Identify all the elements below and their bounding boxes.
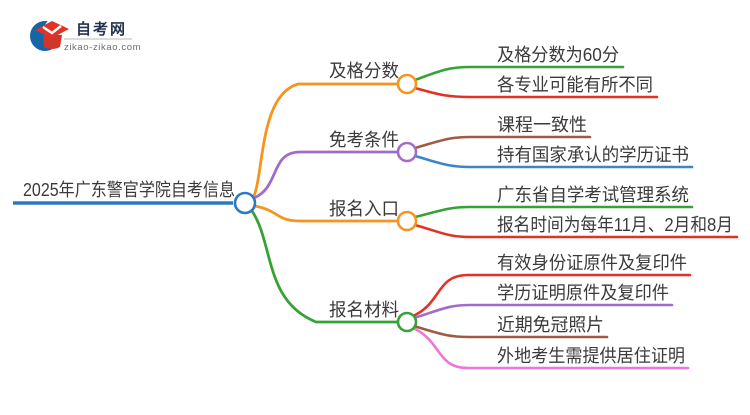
branch-label-registration-materials: 报名材料: [329, 300, 399, 320]
site-name: 自考网: [76, 20, 127, 38]
cap-base: [43, 35, 62, 49]
cap-board: [35, 21, 69, 38]
branch-connector-registration-materials: [250, 209, 399, 324]
leaf-connector: [413, 86, 659, 99]
branch-label-passing-score: 及格分数: [329, 61, 399, 81]
root-node-label: 2025年广东警官学院自考信息: [23, 180, 235, 200]
leaf-connector: [412, 303, 674, 320]
graduation-cap-icon: [30, 18, 69, 51]
leaf-connector: [413, 65, 625, 82]
leaf-connector: [413, 154, 694, 169]
branch-node-circle: [396, 210, 418, 232]
branch-label-exemption: 免考条件: [329, 130, 399, 150]
leaf-connector: [413, 223, 739, 239]
branch-connector-passing-score: [252, 82, 400, 198]
leaf-label: 持有国家承认的学历证书: [497, 145, 689, 165]
site-logo: 自考网 zikao-zikao.com: [24, 12, 164, 65]
site-url: zikao-zikao.com: [64, 42, 141, 53]
branch-node-circle: [396, 73, 418, 95]
branch-node-circle: [396, 141, 418, 163]
leaf-label: 广东省自学考试管理系统: [497, 185, 689, 205]
leaf-connector: [413, 135, 592, 150]
branch-connector-exemption: [252, 150, 400, 200]
leaf-label: 及格分数为60分: [497, 45, 619, 65]
cap-chevron: [42, 25, 62, 35]
leaf-connector: [413, 205, 694, 219]
branch-label-registration-portal: 报名入口: [329, 199, 399, 219]
leaf-label: 近期免冠照片: [497, 315, 604, 335]
leaf-label: 外地考生需提供居住证明: [497, 346, 685, 366]
leaf-connector: [411, 273, 692, 318]
leaf-label: 有效身份证原件及复印件: [497, 253, 687, 273]
leaf-connector: [411, 326, 690, 370]
leaf-connector: [412, 324, 609, 339]
leaf-label: 学历证明原件及复印件: [497, 283, 669, 303]
leaf-label: 各专业可能有所不同: [497, 75, 653, 95]
leaf-label: 课程一致性: [497, 115, 587, 135]
leaf-label: 报名时间为每年11月、2月和8月: [497, 215, 733, 235]
branch-node-circle: [396, 311, 418, 333]
branch-connector-registration-portal: [253, 204, 400, 223]
root-node-circle: [233, 191, 257, 215]
